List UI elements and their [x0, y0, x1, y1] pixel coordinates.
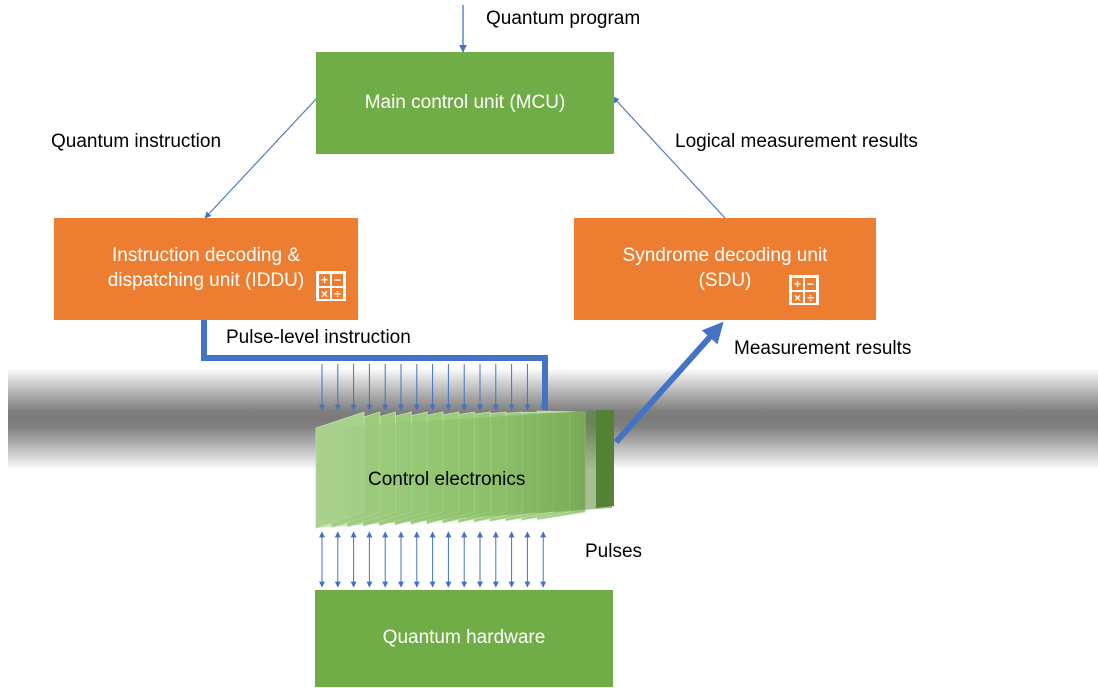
iddu-box: Instruction decoding & dispatching unit … — [54, 218, 358, 320]
pulse-level-bus — [201, 320, 548, 410]
sdu-box: Syndrome decoding unit (SDU) +− ×÷ — [574, 218, 876, 320]
sdu-label-line1: Syndrome decoding unit — [622, 245, 828, 267]
logical-results-arrow — [612, 96, 726, 219]
iddu-label-line2: dispatching unit (IDDU) — [107, 270, 305, 291]
measurement-results-arrow — [613, 321, 724, 445]
electronics-side-face — [596, 410, 614, 508]
control-electronics-label: Control electronics — [368, 469, 526, 490]
quantum-instruction-label: Quantum instruction — [51, 131, 222, 152]
quantum-instruction-arrow — [204, 96, 319, 219]
iddu-label-line1: Instruction decoding & — [111, 245, 300, 267]
pulses-label: Pulses — [585, 541, 643, 562]
quantum-hardware-label: Quantum hardware — [382, 627, 546, 649]
sdu-label-line2: (SDU) — [698, 270, 752, 291]
calculator-icon: +− ×÷ — [316, 271, 346, 301]
calculator-icon: +− ×÷ — [789, 275, 819, 305]
quantum-hardware-box: Quantum hardware — [315, 590, 613, 687]
logical-results-label: Logical measurement results — [675, 131, 918, 152]
pulse-level-label: Pulse-level instruction — [226, 327, 411, 348]
control-electronics-stack — [315, 410, 614, 529]
quantum-program-label: Quantum program — [486, 8, 641, 29]
electronics-shading — [316, 410, 612, 528]
bus-drop-arrows — [319, 364, 547, 411]
measurement-results-label: Measurement results — [734, 338, 912, 359]
mcu-box: Main control unit (MCU) — [316, 52, 614, 154]
pulse-arrows — [319, 531, 547, 588]
mcu-label: Main control unit (MCU) — [364, 91, 566, 113]
